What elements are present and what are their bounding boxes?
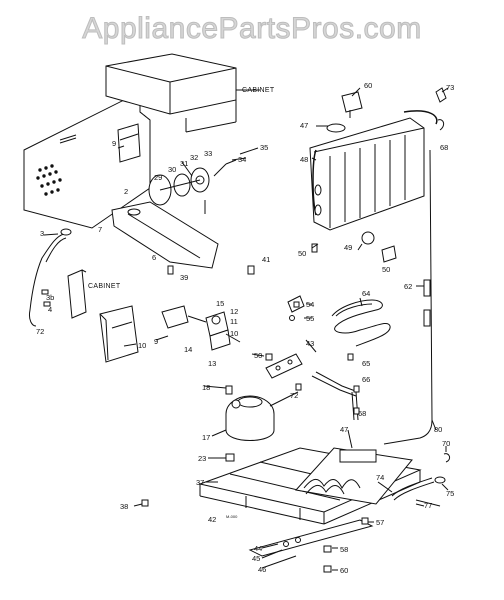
part-label-9: 9 (154, 337, 158, 346)
part-label-57: 58 (340, 545, 348, 554)
part-label-39: 39 (180, 273, 188, 282)
part-label-32: 32 (190, 153, 198, 162)
part-label-2: 2 (124, 187, 128, 196)
part-label-23: 23 (198, 454, 206, 463)
part-label-47-upper: 47 (300, 121, 308, 130)
small-hardware (167, 243, 360, 415)
part-label-75: 75 (446, 489, 454, 498)
part-label-4: 4 (48, 305, 52, 314)
part-label-13: 13 (208, 359, 216, 368)
part-label-37: 37 (196, 478, 204, 487)
part-label-72-left: 72 (36, 327, 44, 336)
leader-lines (43, 87, 449, 571)
compressor (225, 391, 299, 441)
part-7-base-rail (111, 201, 219, 269)
watermark-text: AppliancePartsPros.com (82, 12, 422, 46)
part-label-47-lower: 47 (340, 425, 348, 434)
back-panel-holes (36, 164, 62, 196)
part-label-72-center: 72 (290, 391, 298, 400)
caption-small-note: M-000 (226, 514, 238, 519)
part-label-11: 11 (230, 317, 238, 326)
refrigerant-tubing (311, 371, 359, 421)
front-base-rail (248, 519, 374, 557)
condenser-coil (309, 110, 438, 231)
caption-cabinet-top: CABINET (242, 87, 275, 94)
part-label-74: 74 (376, 473, 384, 482)
part-number-labels: 9 2 29 30 31 32 33 34 35 7 6 39 41 3 3b … (36, 81, 454, 575)
part-label-33: 33 (204, 149, 212, 158)
part-label-77: 77 (424, 501, 432, 510)
part-label-28: 10 (138, 341, 146, 350)
part-label-51: 50 (254, 351, 262, 360)
part-47-upper-loop (326, 123, 346, 133)
part-label-59: 60 (340, 566, 348, 575)
part-label-18: 18 (202, 383, 210, 392)
part-label-44: 44 (254, 544, 262, 553)
part-label-50: 50 (298, 249, 306, 258)
part-label-60: 60 (364, 81, 372, 90)
part-label-48: 48 (300, 155, 308, 164)
lower-screws (323, 517, 369, 573)
parts-74-75-77-tubing (391, 453, 451, 507)
parts-73-68-clips (435, 87, 447, 131)
part-28-control-housing (99, 305, 139, 363)
part-label-12: 12 (230, 307, 238, 316)
part-label-24: 9 (112, 139, 116, 148)
part-24-bracket (117, 123, 141, 163)
part-label-73: 73 (446, 83, 454, 92)
part-label-45: 45 (252, 554, 260, 563)
part-label-64: 65 (362, 359, 370, 368)
part-label-14: 14 (184, 345, 192, 354)
part-label-30: 30 (168, 165, 176, 174)
cabinet-bracket-left (67, 269, 87, 319)
part-label-17: 17 (202, 433, 210, 442)
part-60-bracket (341, 91, 363, 118)
relay-component-group (161, 305, 241, 351)
part-label-29: 29 (154, 173, 162, 182)
part-label-3b: 3b (46, 293, 54, 302)
part-label-40: 50 (382, 265, 390, 274)
part-label-31: 31 (180, 159, 188, 168)
part-label-10: 10 (230, 329, 238, 338)
part-label-53: 54 (306, 300, 314, 309)
part-label-68: 68 (440, 143, 448, 152)
part-label-15: 15 (216, 299, 224, 308)
part-label-63: 64 (362, 289, 370, 298)
part-label-41: 41 (262, 255, 270, 264)
part-label-49: 49 (344, 243, 352, 252)
part-label-3: 3 (40, 229, 44, 238)
part-label-42: 42 (208, 515, 216, 524)
part-label-43: 43 (306, 339, 314, 348)
parts-53-54-clip (287, 295, 305, 321)
part-label-46: 46 (258, 565, 266, 574)
part-label-6: 6 (152, 253, 156, 262)
part-label-54: 55 (306, 314, 314, 323)
caption-cabinet-left: CABINET (88, 283, 121, 290)
part-label-70: 70 (442, 439, 450, 448)
part-label-34: 34 (238, 155, 246, 164)
part-label-62: 62 (404, 282, 412, 291)
parts-49-48-fittings (357, 231, 397, 263)
part-label-56: 57 (376, 518, 384, 527)
part-63-serpentine-coil (331, 299, 391, 347)
part-label-38: 38 (120, 502, 128, 511)
part-51-bracket (265, 353, 303, 379)
part-label-65: 66 (362, 375, 370, 384)
fan-motor-assembly (148, 159, 237, 216)
drain-evaporator-tray (295, 447, 413, 505)
part-label-80: 80 (434, 425, 442, 434)
part-label-35: 35 (260, 143, 268, 152)
part-label-7: 7 (98, 225, 102, 234)
part-label-66: 68 (358, 409, 366, 418)
wire-harness (29, 228, 72, 327)
top-cabinet-shelf (105, 53, 260, 133)
